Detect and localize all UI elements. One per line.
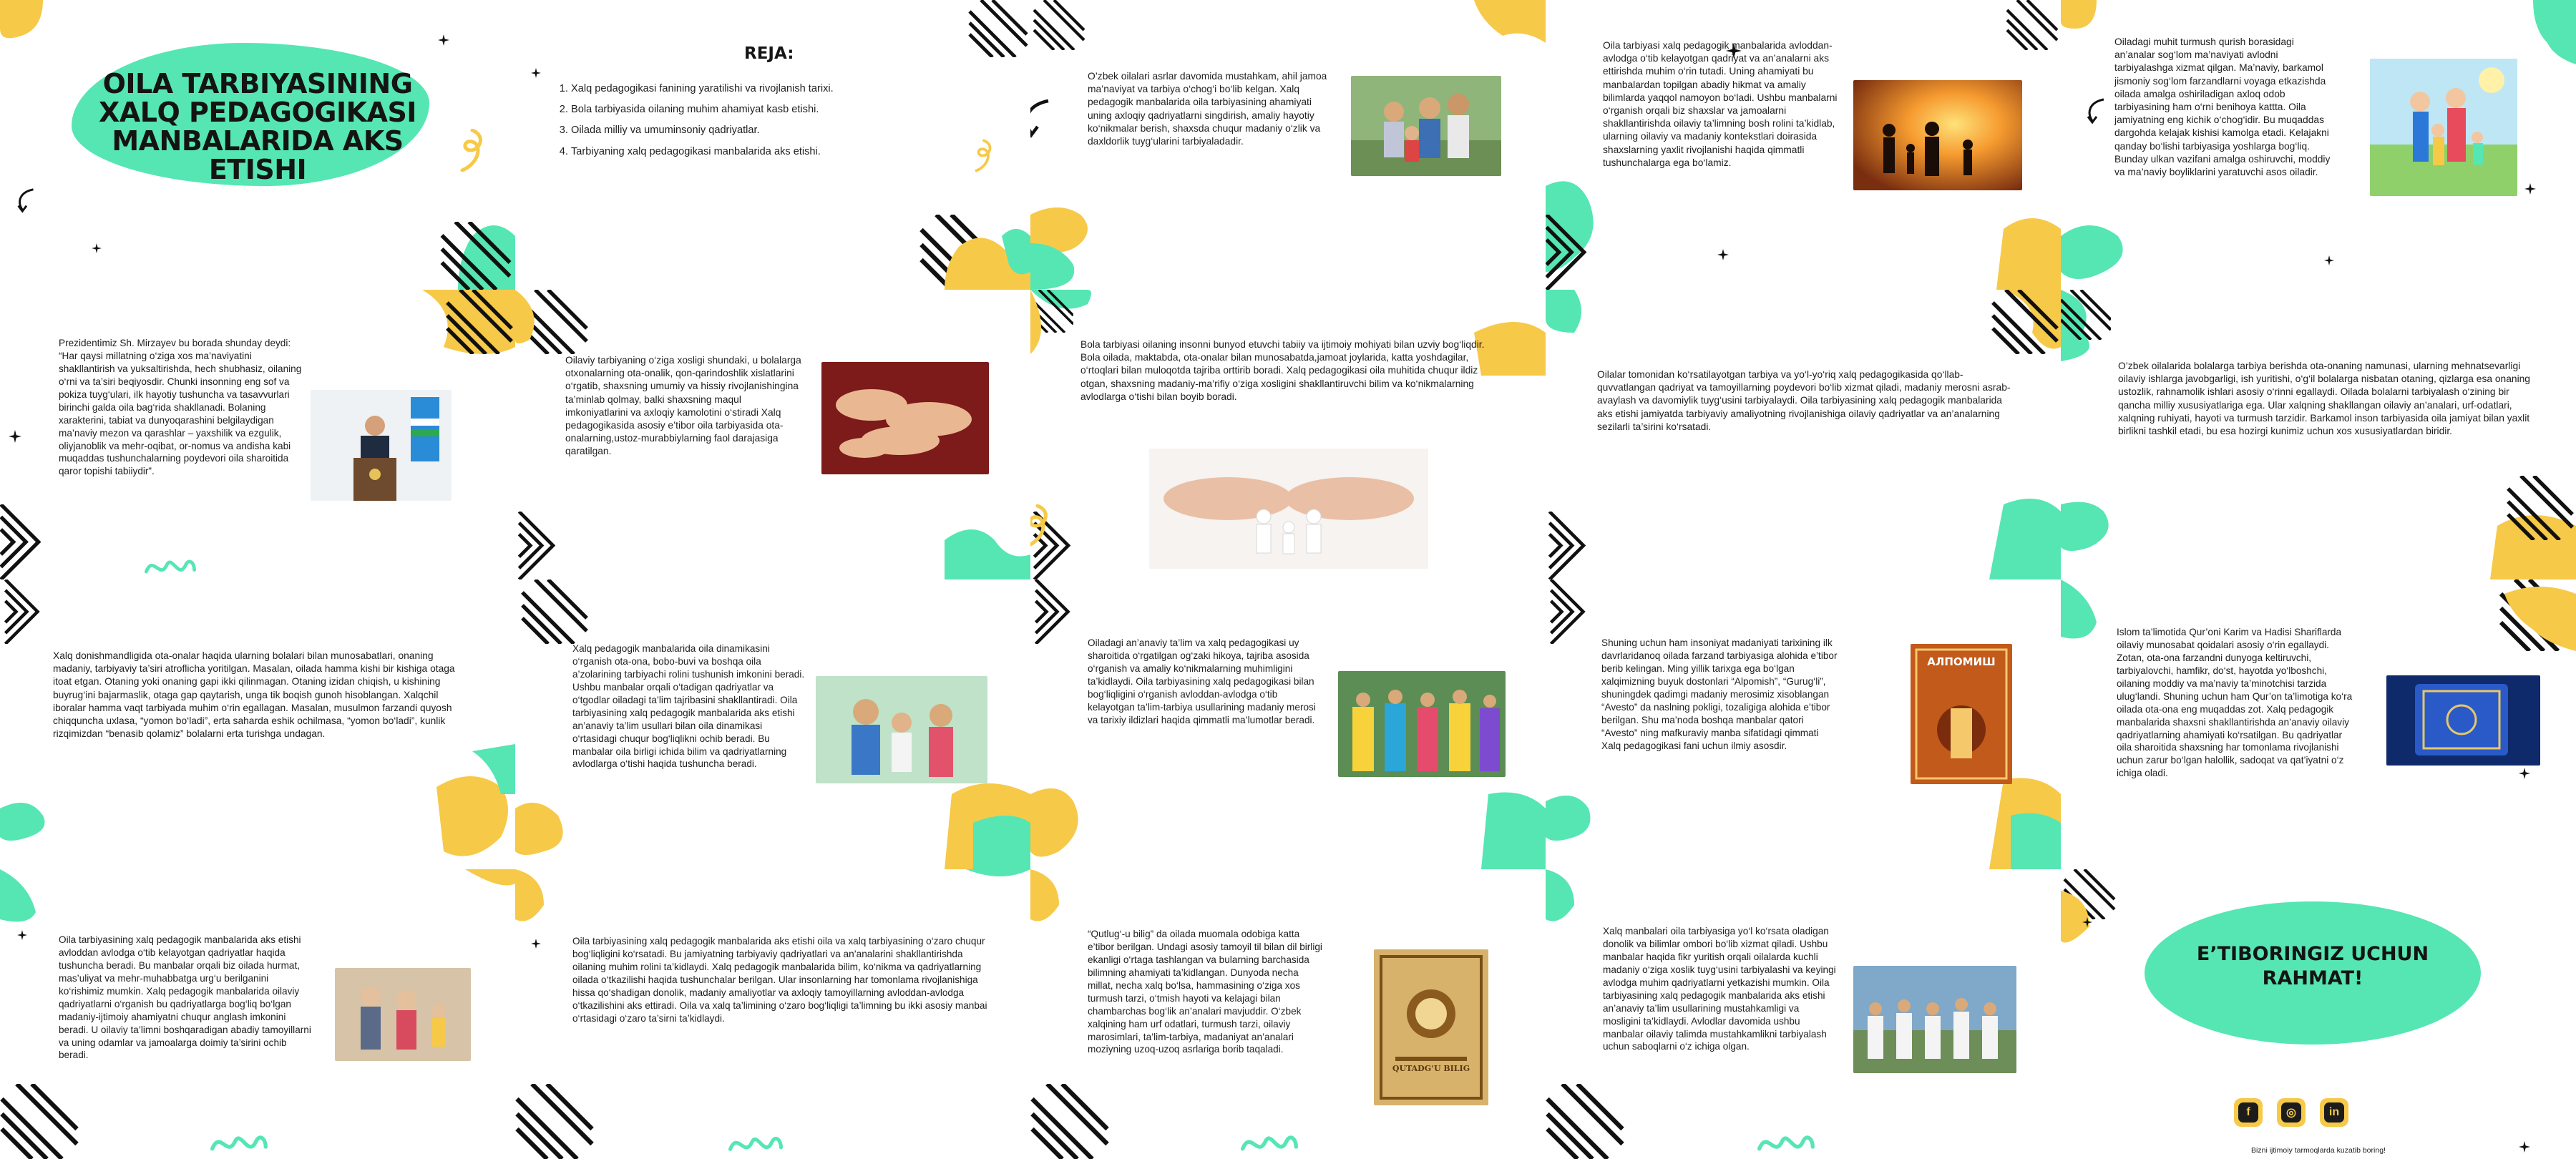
slide-text: Oila tarbiyasining xalq pedagogik manbal… bbox=[572, 936, 987, 1024]
linkedin-glyph: in bbox=[2324, 1102, 2344, 1123]
slide-text: Xalq pedagogik manbalarida oila dinamika… bbox=[572, 643, 805, 770]
slide-text: Oilaviy tarbiyaning o‘ziga xosligi shund… bbox=[565, 355, 801, 457]
slide-text: Prezidentimiz Sh. Mirzayev bu borada shu… bbox=[59, 338, 302, 477]
slide-text: Oiladagi muhit turmush qurish borasidagi… bbox=[2114, 36, 2331, 178]
crowd-celebration bbox=[1853, 966, 2016, 1073]
slide-thanks[interactable]: E’TIBORINGIZ UCHUN RAHMAT! f ◎ in Bizni … bbox=[2061, 869, 2576, 1159]
instagram-glyph: ◎ bbox=[2281, 1102, 2301, 1123]
slide-1-4[interactable]: Oila tarbiyasi xalq pedagogik manbalarid… bbox=[1546, 0, 2061, 290]
slide-2-3[interactable]: Bola tarbiyasi oilaning insonni bunyod e… bbox=[1030, 290, 1546, 580]
qutadgu-bilig-book: QUTADG‘U BILIG bbox=[1374, 949, 1488, 1105]
slide-3-5[interactable]: Islom ta’limotida Qur’oni Karim va Hadis… bbox=[2061, 580, 2576, 869]
plan-heading: REJA: bbox=[744, 44, 794, 63]
plan-item: Oilada milliy va umuminsoniy qadriyatlar… bbox=[571, 120, 1029, 141]
slide-3-4[interactable]: Shuning uchun ham insoniyat madaniyati t… bbox=[1546, 580, 2061, 869]
alpomish-book: АЛПОМИШ bbox=[1911, 644, 2012, 784]
cartoon-family bbox=[2370, 59, 2517, 196]
slide-3-1[interactable]: Xalq donishmandligida ota-onalar haqida … bbox=[0, 580, 515, 869]
slide-1-3[interactable]: O’zbek oilalari asrlar davomida mustahka… bbox=[1030, 0, 1546, 290]
slide-4-4[interactable]: Xalq manbalari oila tarbiyasiga yo‘l ko‘… bbox=[1546, 869, 2061, 1159]
slide-3-2[interactable]: Xalq pedagogik manbalarida oila dinamika… bbox=[515, 580, 1030, 869]
slide-4-3[interactable]: “Qutlug‘-u bilig” da oilada muomala odob… bbox=[1030, 869, 1546, 1159]
slide-text: Oila tarbiyasi xalq pedagogik manbalarid… bbox=[1603, 40, 1838, 168]
facebook-glyph: f bbox=[2238, 1102, 2258, 1123]
slide-text: Bola tarbiyasi oilaning insonni bunyod e… bbox=[1080, 339, 1485, 402]
thanks-title: E’TIBORINGIZ UCHUN RAHMAT! bbox=[2196, 943, 2429, 989]
slide-text: Oilalar tomonidan ko‘rsatilayotgan tarbi… bbox=[1597, 369, 2011, 432]
president-speech bbox=[311, 390, 452, 501]
slide-text: Shuning uchun ham insoniyat madaniyati t… bbox=[1601, 637, 1838, 751]
instagram-icon[interactable]: ◎ bbox=[2277, 1098, 2306, 1127]
page-title: OILA TARBIYASINING XALQ PEDAGOGIKASI MAN… bbox=[99, 68, 416, 185]
father-son-family bbox=[816, 676, 987, 783]
decor-shapes bbox=[1546, 290, 2061, 580]
slide-text: Islom ta’limotida Qur’oni Karim va Hadis… bbox=[2117, 627, 2353, 779]
stacked-hands bbox=[821, 362, 989, 474]
slide-text: Xalq manbalari oila tarbiyasiga yo‘l ko‘… bbox=[1603, 926, 1836, 1052]
slide-2-1[interactable]: Prezidentimiz Sh. Mirzayev bu borada shu… bbox=[0, 290, 515, 580]
slide-text: Oiladagi an’anaviy ta’lim va xalq pedago… bbox=[1088, 637, 1316, 725]
slide-2-5[interactable]: O’zbek oilalarida bolalarga tarbiya beri… bbox=[2061, 290, 2576, 580]
slide-4-1[interactable]: Oila tarbiyasining xalq pedagogik manbal… bbox=[0, 869, 515, 1159]
title-blob bbox=[72, 43, 429, 186]
plan-item: Tarbiyaning xalq pedagogikasi manbalarid… bbox=[571, 142, 1029, 162]
slide-title[interactable]: OILA TARBIYASINING XALQ PEDAGOGIKASI MAN… bbox=[0, 0, 515, 290]
book-title: АЛПОМИШ bbox=[1927, 655, 1996, 668]
plan-item: Xalq pedagogikasi fanining yaratilishi v… bbox=[571, 79, 1029, 99]
slide-1-5[interactable]: Oiladagi muhit turmush qurish borasidagi… bbox=[2061, 0, 2576, 290]
slide-3-3[interactable]: Oiladagi an’anaviy ta’lim va xalq pedago… bbox=[1030, 580, 1546, 869]
grandparents-family bbox=[335, 968, 471, 1061]
facebook-icon[interactable]: f bbox=[2234, 1098, 2263, 1127]
slide-2-4[interactable]: Oilalar tomonidan ko‘rsatilayotgan tarbi… bbox=[1546, 290, 2061, 580]
slide-text: “Qutlug‘-u bilig” da oilada muomala odob… bbox=[1088, 929, 1322, 1055]
family-photo bbox=[1351, 76, 1501, 176]
slide-2-2[interactable]: Oilaviy tarbiyaning o‘ziga xosligi shund… bbox=[515, 290, 1030, 580]
sunset-family-silhouette bbox=[1853, 80, 2022, 190]
slide-text: O’zbek oilalarida bolalarga tarbiya beri… bbox=[2118, 361, 2530, 437]
slide-plan[interactable]: REJA: Xalq pedagogikasi fanining yaratil… bbox=[515, 0, 1030, 290]
plan-item: Bola tarbiyasida oilaning muhim ahamiyat… bbox=[571, 99, 1029, 120]
thanks-blob bbox=[2145, 901, 2481, 1045]
slide-text: Xalq donishmandligida ota-onalar haqida … bbox=[53, 650, 455, 740]
quran-book bbox=[2386, 675, 2540, 766]
plan-list: Xalq pedagogikasi fanining yaratilishi v… bbox=[544, 79, 1029, 162]
hands-paper-family bbox=[1149, 449, 1428, 569]
dancers-colorful bbox=[1338, 671, 1506, 777]
slide-text: O’zbek oilalari asrlar davomida mustahka… bbox=[1088, 71, 1327, 147]
slide-text: Oila tarbiyasining xalq pedagogik manbal… bbox=[59, 934, 311, 1061]
book-title: QUTADG‘U BILIG bbox=[1392, 1064, 1470, 1073]
linkedin-icon[interactable]: in bbox=[2320, 1098, 2348, 1127]
slide-4-2[interactable]: Oila tarbiyasining xalq pedagogik manbal… bbox=[515, 869, 1030, 1159]
social-footnote: Bizni ijtimoiy tarmoqlarda kuzatib borin… bbox=[2251, 1146, 2386, 1155]
